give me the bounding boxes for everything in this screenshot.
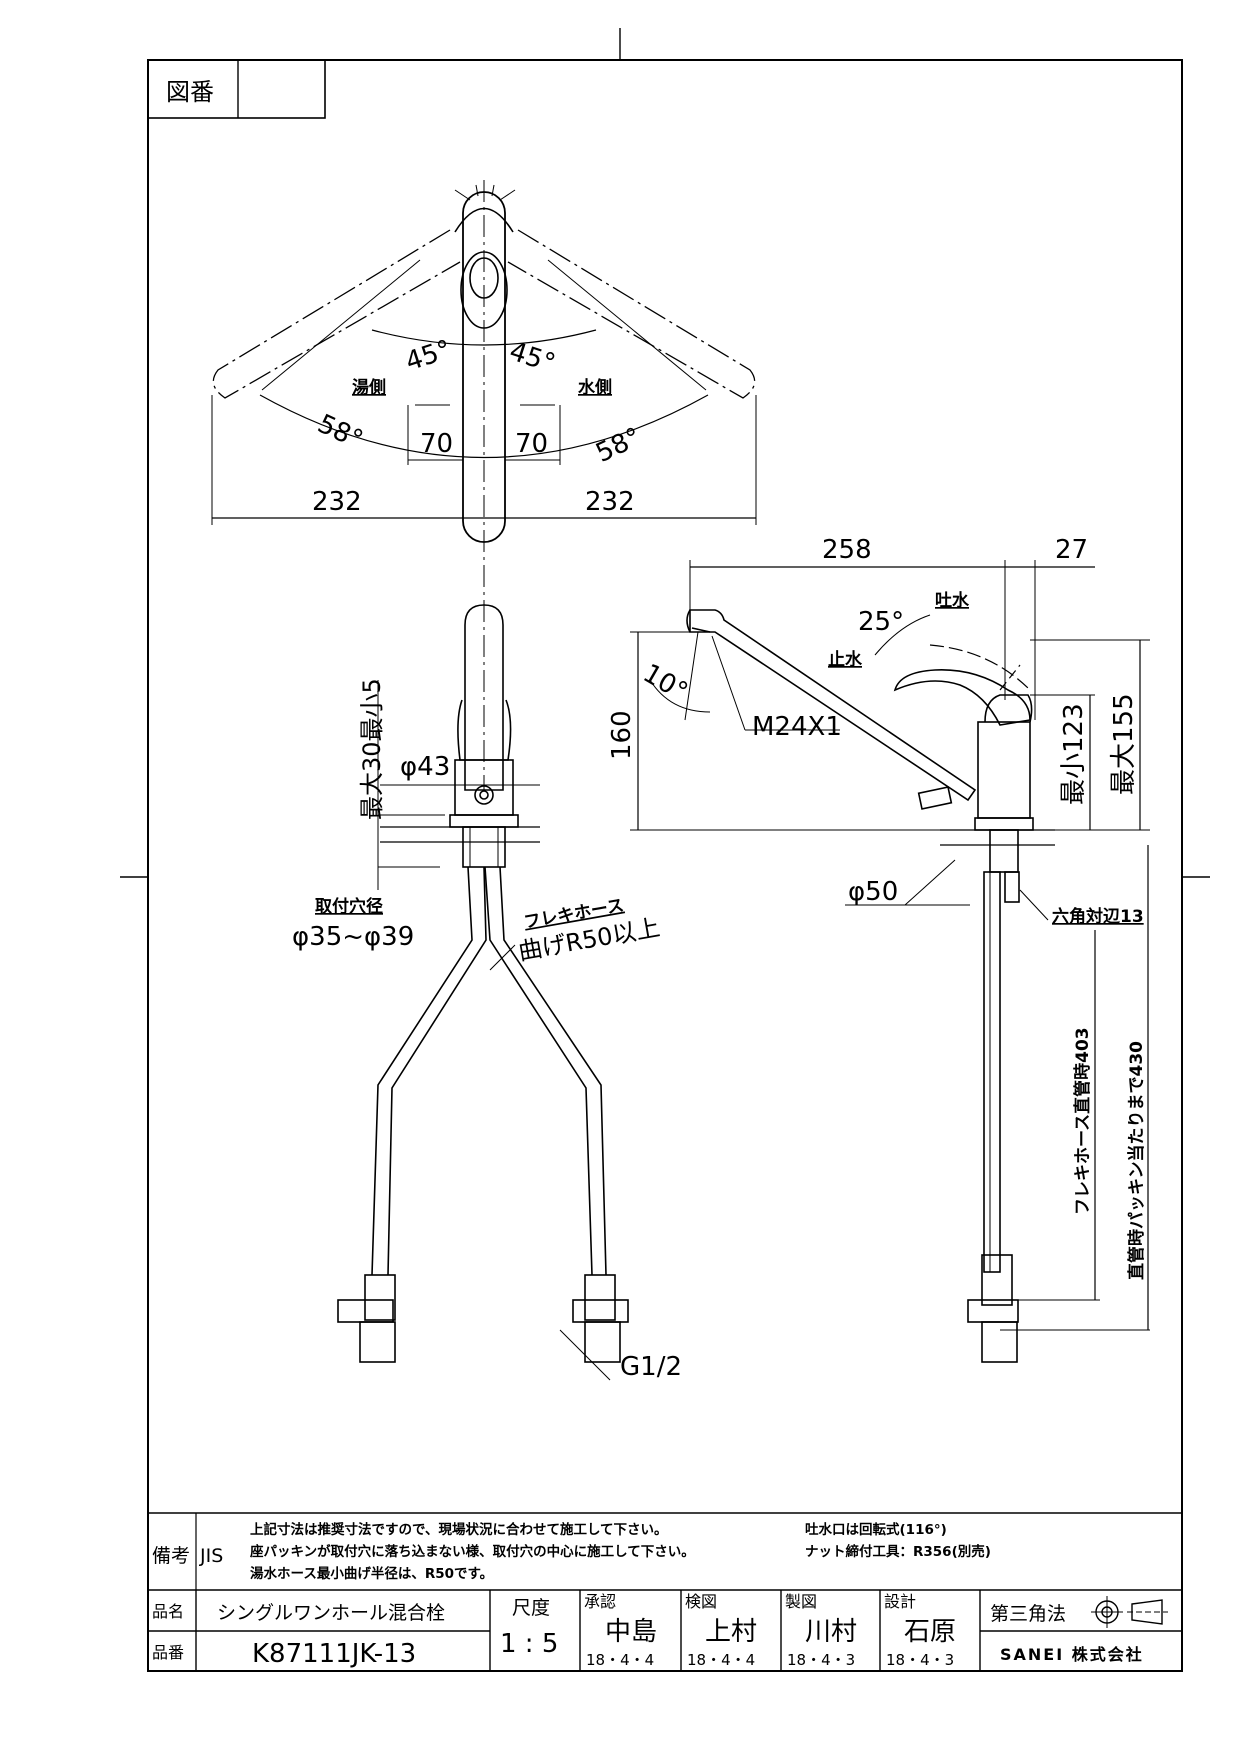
mounting-hole-value: φ35~φ39 [292, 922, 414, 952]
mounting-hole-label: 取付穴径 [315, 896, 383, 917]
dim-160: 160 [607, 710, 637, 760]
hose-straight-length: フレキホース直管時403 [1072, 1027, 1093, 1215]
drafted-label: 製図 [785, 1592, 817, 1611]
dim-min-123: 最小123 [1059, 703, 1089, 805]
dim-base-50: φ50 [848, 877, 898, 907]
jis-mark: JIS [199, 1545, 223, 1567]
product-name: シングルワンホール混合栓 [217, 1602, 445, 1624]
product-name-label: 品名 [152, 1602, 184, 1621]
thread-m24: M24X1 [752, 712, 842, 742]
dim-232-left: 232 [312, 487, 362, 517]
dim-70-right: 70 [515, 429, 548, 459]
scale-value: 1 : 5 [500, 1629, 558, 1659]
angle-45-right: 45° [506, 336, 559, 379]
hot-side-label: 湯側 [352, 377, 386, 398]
note-right-1: 吐水口は回転式(116°) [805, 1521, 947, 1538]
cold-side-label: 水側 [578, 377, 612, 398]
sheet-border [147, 59, 1183, 1672]
company-name: SANEI 株式会社 [1000, 1645, 1144, 1664]
design-name: 石原 [904, 1617, 956, 1647]
drafted-date: 18・4・3 [787, 1651, 855, 1669]
design-label: 設計 [884, 1592, 916, 1611]
check-label: 検図 [685, 1592, 717, 1611]
note-line-1: 上記寸法は推奨寸法ですので、現場状況に合わせて施工して下さい。 [250, 1521, 668, 1538]
drafted-name: 川村 [805, 1617, 857, 1647]
check-date: 18・4・4 [687, 1651, 755, 1669]
front-view [337, 600, 629, 1381]
dim-232-right: 232 [585, 487, 635, 517]
top-view [211, 180, 757, 600]
thread-g12: G1/2 [620, 1352, 682, 1382]
note-line-2: 座パッキンが取付穴に落ち込まない様、取付穴の中心に施工して下さい。 [250, 1543, 695, 1560]
drawing-number-box: 図番 [147, 59, 326, 119]
projection-label: 第三角法 [990, 1603, 1066, 1625]
product-number-label: 品番 [152, 1643, 184, 1662]
spout-on-label: 吐水 [935, 590, 970, 611]
dim-27: 27 [1055, 535, 1088, 565]
dim-258: 258 [822, 535, 872, 565]
approve-date: 18・4・4 [586, 1651, 654, 1669]
angle-10: 10° [638, 659, 693, 708]
angle-45-left: 45° [402, 335, 455, 378]
note-right-2: ナット締付工具：R356(別売) [805, 1543, 991, 1560]
title-block [148, 1590, 1182, 1671]
hose-packing-length: 直管時パッキン当たりまで430 [1126, 1041, 1147, 1280]
design-date: 18・4・3 [886, 1651, 954, 1669]
approve-name: 中島 [605, 1617, 657, 1647]
approve-label: 承認 [584, 1592, 616, 1611]
note-line-3: 湯水ホース最小曲げ半径は、R50です。 [250, 1565, 493, 1582]
check-name: 上村 [705, 1617, 757, 1647]
product-number: K87111JK-13 [252, 1639, 416, 1669]
scale-label: 尺度 [512, 1597, 550, 1619]
angle-58-right: 58° [591, 422, 645, 469]
dim-dia-43: φ43 [400, 752, 450, 782]
notes-block [148, 1512, 1182, 1591]
angle-25: 25° [858, 607, 904, 637]
drawing-number-label: 図番 [166, 78, 214, 106]
stop-label: 止水 [828, 649, 863, 670]
hex-size: 六角対辺13 [1052, 906, 1144, 927]
centering-marks [120, 28, 1210, 878]
side-view [630, 560, 1150, 1363]
angle-58-left: 58° [313, 409, 367, 456]
notes-label: 備考 [152, 1545, 190, 1567]
dim-70-left: 70 [420, 429, 453, 459]
dim-max-155: 最大155 [1109, 693, 1139, 795]
dim-height-adjust: 最大30最小5 [358, 678, 386, 820]
